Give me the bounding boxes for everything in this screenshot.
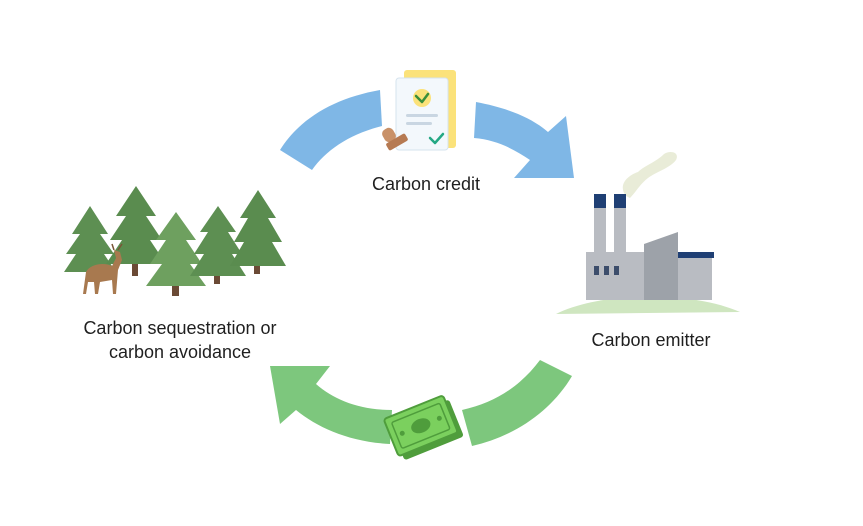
factory-roof-right — [678, 252, 714, 258]
sequestration-label-line-2: carbon avoidance — [108, 342, 252, 362]
money-corner-dot — [436, 415, 442, 421]
chimney-left-top — [594, 194, 606, 208]
money-icon — [383, 395, 464, 460]
document-line-2 — [406, 122, 432, 125]
document-check — [428, 132, 445, 145]
factory-window-3 — [614, 266, 619, 275]
arrow-right-top-segment — [474, 102, 574, 178]
document-certificate-icon — [395, 70, 456, 151]
chimney-right-top — [614, 194, 626, 208]
carbon-credit-label: Carbon credit — [371, 174, 481, 194]
factory-building-mid — [644, 232, 678, 300]
tree — [64, 206, 116, 274]
factory-window-1 — [594, 266, 599, 275]
money-corner-dot — [399, 430, 405, 436]
factory-window-2 — [604, 266, 609, 275]
money-inner-border — [391, 402, 451, 449]
tree — [190, 206, 246, 284]
document-leaf — [414, 92, 430, 104]
document-seal — [413, 89, 431, 107]
factory-building-left — [586, 252, 648, 300]
factory-building-right — [678, 256, 712, 300]
stamp-handle — [382, 127, 396, 143]
smoke — [622, 152, 677, 198]
forest-icon — [64, 186, 286, 296]
arrow-to-forest — [270, 360, 572, 446]
arrow-left-bottom-segment — [270, 366, 392, 444]
arrow-to-emitter — [280, 90, 574, 178]
arrow-right-bottom-segment — [462, 360, 572, 446]
factory-ground — [556, 296, 740, 314]
money-center-emblem — [411, 418, 431, 434]
document-line-1 — [406, 114, 438, 117]
arrow-left-top-segment — [280, 90, 382, 170]
carbon-emitter-label: Carbon emitter — [591, 330, 711, 350]
stamp-base — [386, 133, 408, 151]
deer-icon — [83, 243, 123, 294]
carbon-sequestration-label: Carbon sequestration or carbon avoidance — [60, 316, 300, 364]
stamp-icon — [382, 127, 408, 151]
sequestration-label-line-1: Carbon sequestration or — [83, 318, 277, 338]
tree — [230, 190, 286, 274]
factory-icon — [556, 152, 740, 314]
tree — [146, 212, 206, 296]
